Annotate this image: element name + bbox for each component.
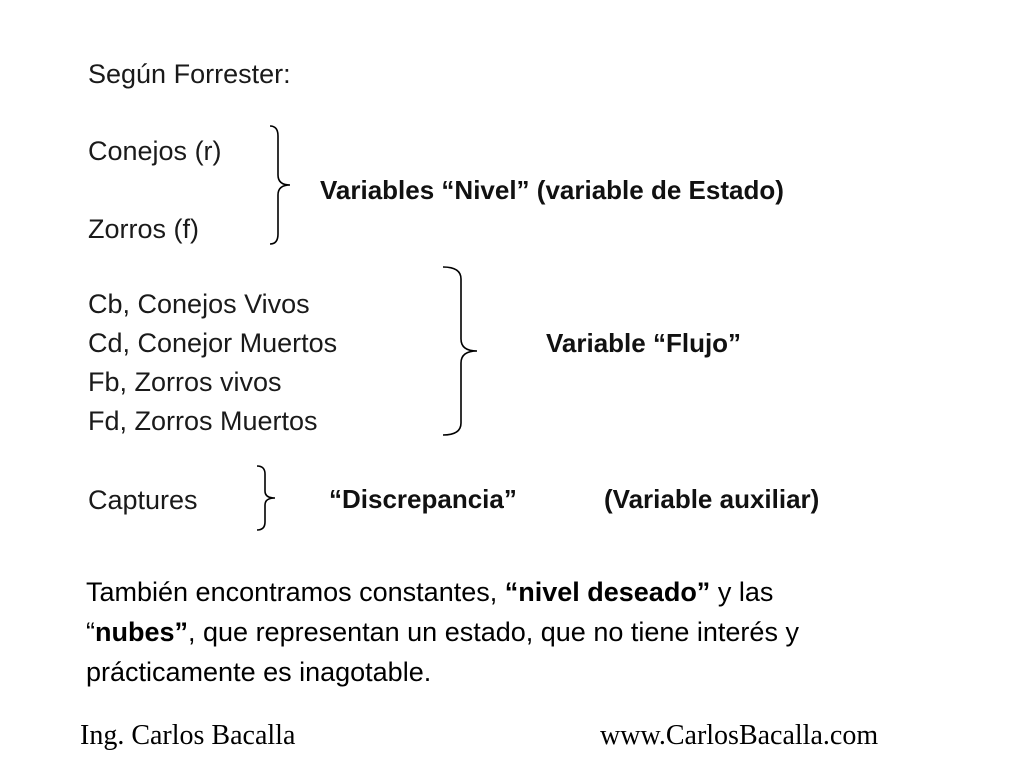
list-item: Fb, Zorros vivos (88, 367, 282, 397)
paragraph-line: También encontramos constantes, “nivel d… (86, 572, 1006, 612)
group-label-flujo: Variable “Flujo” (546, 328, 742, 358)
paragraph-line: “nubes”, que representan un estado, que … (86, 612, 1006, 652)
list-item: Captures (88, 485, 198, 515)
footer-website: www.CarlosBacalla.com (600, 720, 879, 751)
paragraph-text: “ (86, 617, 95, 647)
curly-brace-icon (441, 265, 481, 437)
list-item: Conejos (r) (88, 136, 222, 166)
list-item: Fd, Zorros Muertos (88, 406, 318, 436)
bold-text: nubes” (95, 617, 189, 647)
paragraph-text: También encontramos constantes, (86, 577, 505, 607)
bold-text: “nivel deseado” (504, 577, 711, 607)
description-paragraph: También encontramos constantes, “nivel d… (86, 572, 1006, 692)
page-heading: Según Forrester: (88, 59, 291, 89)
curly-brace-icon (255, 464, 277, 532)
paragraph-line: prácticamente es inagotable. (86, 652, 1006, 692)
list-item: Cb, Conejos Vivos (88, 289, 310, 319)
paragraph-text: prácticamente es inagotable. (86, 657, 432, 687)
group-label-auxiliar: (Variable auxiliar) (604, 484, 820, 514)
footer-author: Ing. Carlos Bacalla (80, 720, 296, 751)
paragraph-text: y las (710, 577, 774, 607)
list-item: Zorros (f) (88, 214, 199, 244)
paragraph-text: , que representan un estado, que no tien… (188, 617, 799, 647)
group-label-discrepancia: “Discrepancia” (329, 484, 517, 514)
group-label-nivel: Variables “Nivel” (variable de Estado) (320, 175, 784, 205)
curly-brace-icon (268, 124, 292, 246)
list-item: Cd, Conejor Muertos (88, 328, 338, 358)
